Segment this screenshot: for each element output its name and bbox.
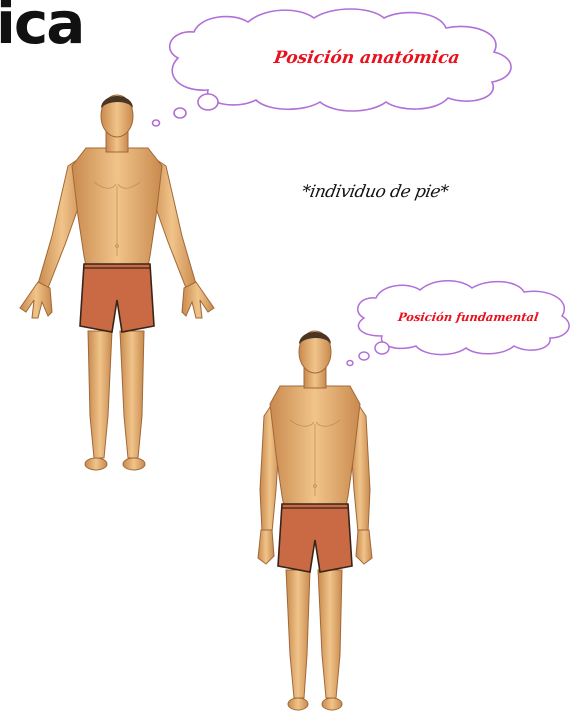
fundamental-position-figure [250, 320, 380, 722]
slide-title: ica [0, 0, 83, 52]
cloud-text-anatomical: Posición anatómica [273, 48, 461, 68]
note-text: *individuo de pie* [300, 182, 449, 202]
anatomical-position-figure [8, 86, 230, 486]
cloud-text-fundamental: Posición fundamental [397, 310, 539, 324]
